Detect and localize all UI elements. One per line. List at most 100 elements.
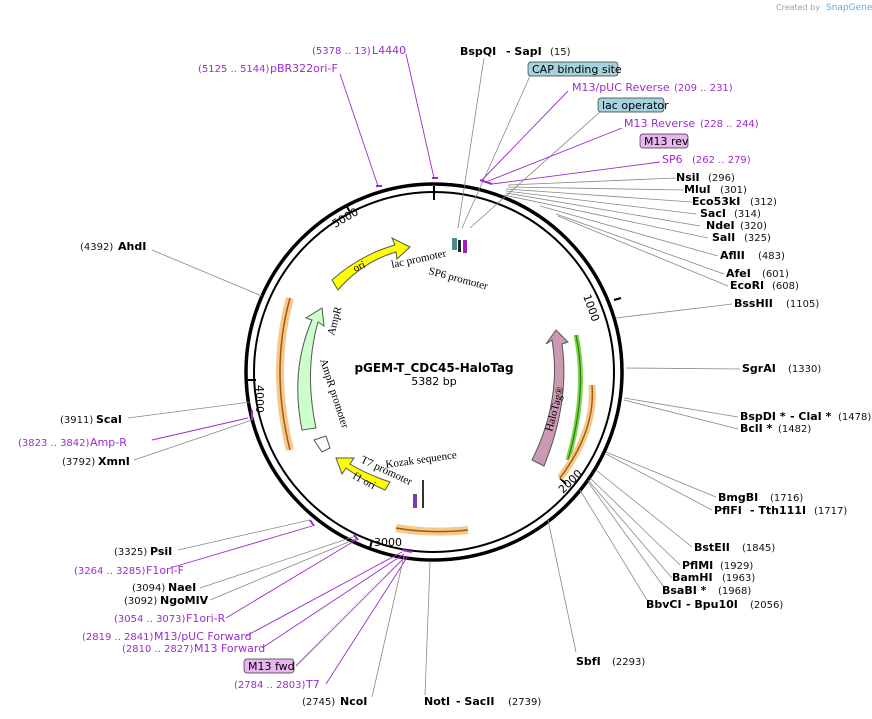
site-noti-pos: (2739) [508,697,541,708]
primer-m13puc-rev[interactable]: M13/pUC Reverse [572,81,670,94]
site-ecori[interactable]: EcoRI [730,279,764,292]
f1-ori-feature [335,457,391,491]
site-eco53ki[interactable]: Eco53kI [692,195,740,208]
site-scai[interactable]: ScaI [96,413,122,426]
tick-label-5000: 5000 [330,205,361,230]
site-bbvci[interactable]: BbvCI [646,598,682,611]
site-ncoi[interactable]: NcoI [340,695,367,708]
primer-ampr-pos: (3823 .. 3842) [18,438,90,449]
site-bsabi[interactable]: BsaBI * [662,584,707,597]
site-sbfi[interactable]: SbfI [576,655,601,668]
site-sali[interactable]: SalI [712,231,735,244]
snapgene-logo: SnapGene [826,3,872,13]
bottom-orf-arc-line [395,527,469,533]
site-sali-pos: (325) [744,233,771,244]
site-noti[interactable]: NotI [424,695,450,708]
site-bmgbi[interactable]: BmgBI [718,491,758,504]
right-labels: BspQI - SapI (15) CAP binding site M13/p… [424,45,871,708]
green-feature-line [567,334,582,461]
site-sbfi-pos: (2293) [612,657,645,668]
site-bsteii[interactable]: BstEII [694,541,730,554]
site-afei[interactable]: AfeI [726,267,751,280]
primer-f1ori-r-pos: (3054 .. 3073) [114,614,186,625]
primer-m13-fwd[interactable]: M13 Forward [194,642,265,655]
site-aflii[interactable]: AflII [720,249,745,262]
site-bamhi[interactable]: BamHI [672,571,713,584]
primer-m13puc-fwd[interactable]: M13/pUC Forward [154,630,252,643]
site-pflfi[interactable]: PflFI [714,504,742,517]
tick-2000 [559,477,567,485]
site-ahdi-pos: (4392) [80,242,113,253]
primer-m13-rev[interactable]: M13 Reverse [624,117,695,130]
cap-box[interactable] [527,61,619,77]
kozak-mark [422,480,424,508]
halotag-feature [531,329,569,467]
sp6-mark [463,240,467,253]
primer-f1ori-r[interactable]: F1ori-R [186,612,226,625]
site-ahdi[interactable]: AhdI [118,240,146,253]
site-sgrai[interactable]: SgrAI [742,362,776,375]
site-naei[interactable]: NaeI [168,581,196,594]
site-psii-pos: (3325) [114,547,147,558]
site-bspdi[interactable]: BspDI * [740,410,786,423]
site-ngomiv[interactable]: NgoMIV [160,594,209,607]
tick-1000 [613,297,622,301]
primer-l4440[interactable]: L4440 [372,44,406,57]
primer-pbr322[interactable]: pBR322ori-F [270,62,338,75]
site-sapi[interactable]: - SapI [506,45,542,58]
site-bcli[interactable]: BclI * [740,422,773,435]
site-nsii[interactable]: NsiI [676,171,700,184]
sp6-promoter-label: SP6 promoter [427,265,489,292]
m13-fwd-label: M13 fwd [248,660,295,673]
primer-m13puc-fwd-pos: (2819 .. 2841) [82,632,154,643]
site-bbvci-pos: (2056) [750,600,783,611]
lac-promoter-mark [452,238,457,250]
site-bamhi-pos: (1963) [722,573,755,584]
primer-t7[interactable]: T7 [305,678,320,691]
primer-m13-rev-pos: (228 .. 244) [700,119,759,130]
site-eco53ki-pos: (312) [750,197,777,208]
site-psii[interactable]: PsiI [150,545,172,558]
site-ndei-pos: (320) [740,221,767,232]
site-scai-pos: (3911) [60,415,93,426]
m13-fwd-box[interactable] [243,658,295,674]
f1-ori-label: f1 ori [351,470,378,492]
site-saci[interactable]: SacI [700,207,726,220]
site-bsabi-pos: (1968) [718,586,751,597]
primer-l4440-pos: (5378 .. 13) [312,46,371,57]
site-bsshii[interactable]: BssHII [734,297,773,310]
site-sacii[interactable]: - SacII [456,695,494,708]
site-bsteii-pos: (1845) [742,543,775,554]
site-bcli-pos: (1482) [778,424,811,435]
m13-rev-box[interactable] [639,133,689,149]
primer-ampr[interactable]: Amp-R [90,436,127,449]
site-ncoi-pos: (2745) [302,697,335,708]
site-mlui[interactable]: MluI [684,183,711,196]
tick-3000 [369,539,373,549]
site-nsii-pos: (296) [708,173,735,184]
site-clai[interactable]: - ClaI * [790,410,832,423]
primer-f1ori-f-pos: (3264 .. 3285) [74,566,146,577]
site-aflii-pos: (483) [758,251,785,262]
primer-f1ori-f[interactable]: F1ori-F [146,564,184,577]
site-ndei[interactable]: NdeI [706,219,735,232]
right-leaders [424,57,741,696]
tick-label-3000: 3000 [374,536,402,549]
lac-operator-box[interactable] [597,97,665,113]
ampr-promoter-label: AmpR promoter [317,357,351,430]
site-bmgbi-pos: (1716) [770,493,803,504]
primer-sp6[interactable]: SP6 [662,153,683,166]
site-tth111i[interactable]: - Tth111I [750,504,806,517]
ampr-label: AmpR [325,305,344,337]
site-bspqi[interactable]: BspQI [460,45,496,58]
site-xmni[interactable]: XmnI [98,455,130,468]
plasmid-name: pGEM-T_CDC45-HaloTag [354,361,513,376]
site-pflmi[interactable]: PflMI [682,559,713,572]
primer-m13puc-rev-pos: (209 .. 231) [674,83,733,94]
backbone-outer [244,182,624,562]
site-pflmi-pos: (1929) [720,561,753,572]
halotag-orf-line [559,384,594,479]
site-sgrai-pos: (1330) [788,364,821,375]
site-bpu10i[interactable]: - Bpu10I [686,598,738,611]
lac-operator-mark [458,240,461,252]
